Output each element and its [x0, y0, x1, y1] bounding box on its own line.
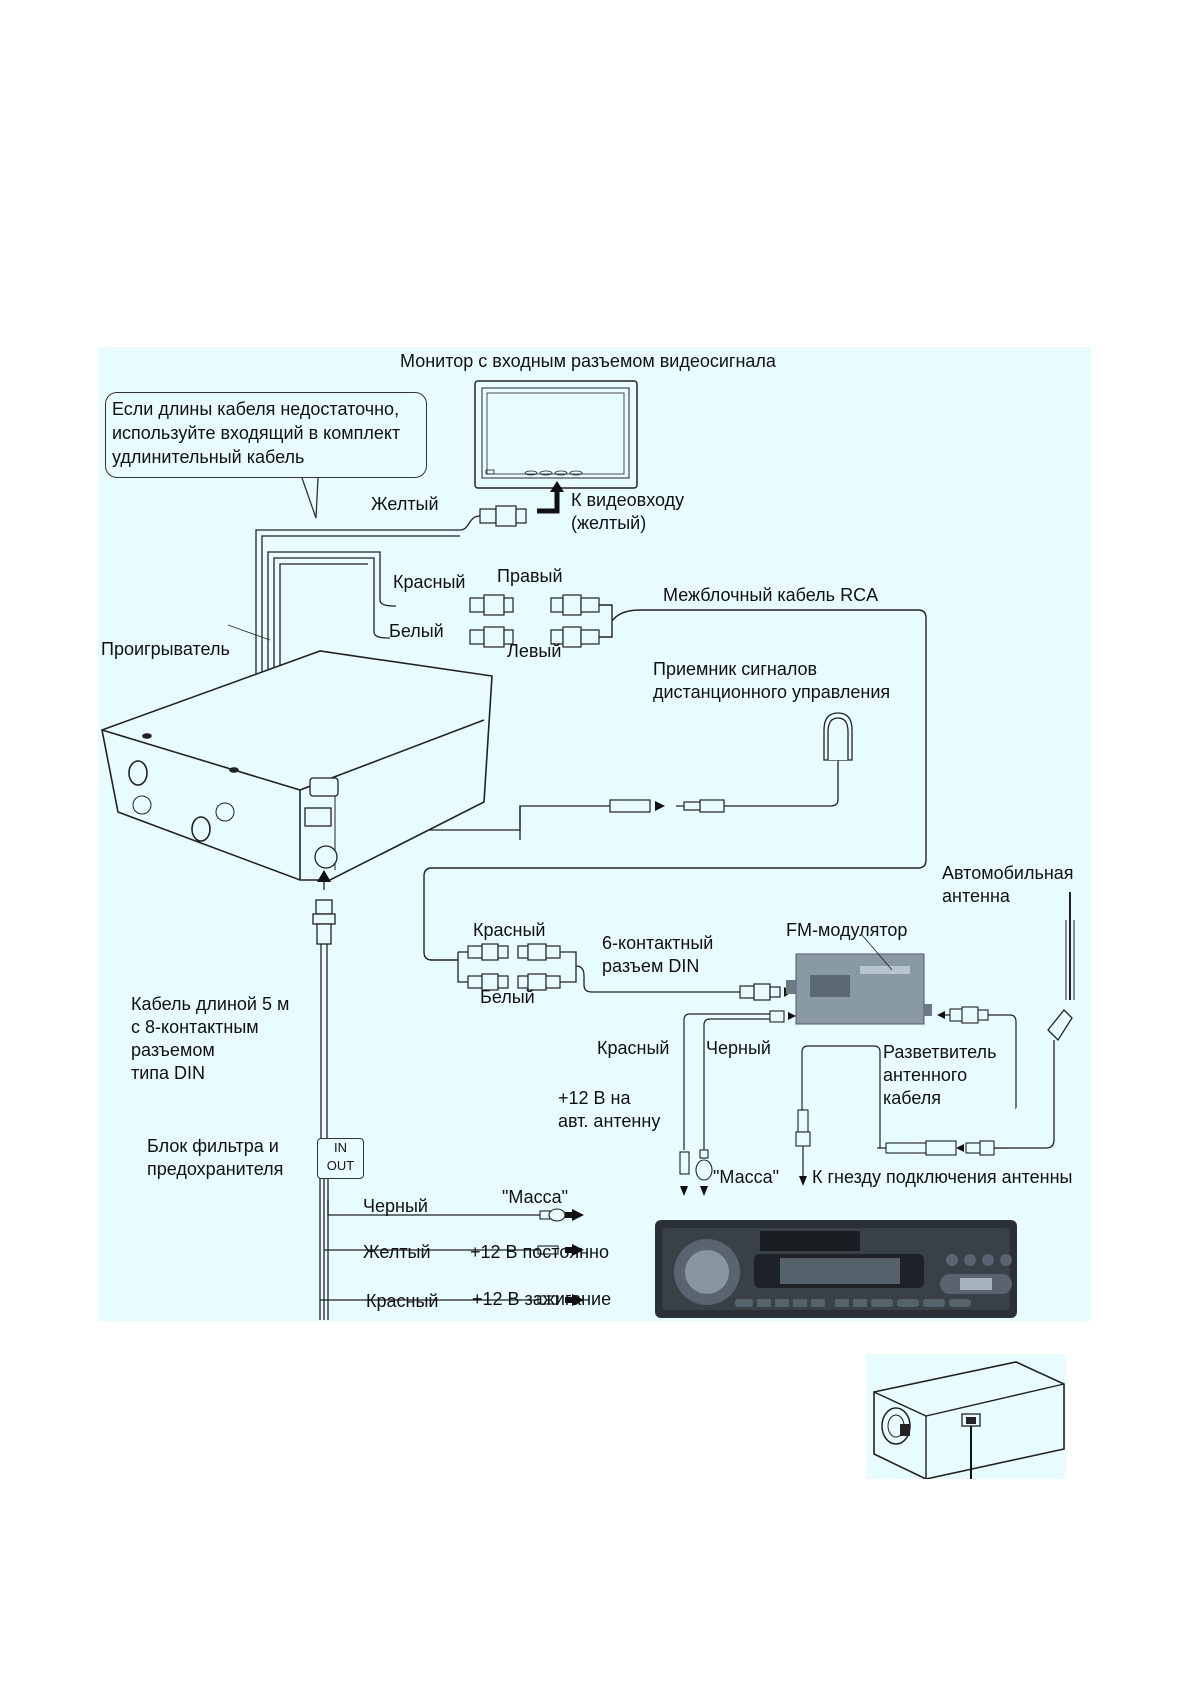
splitter-line: кабеля	[883, 1088, 942, 1108]
black-power-label: Черный	[706, 1038, 771, 1058]
white-top-label: Белый	[389, 621, 444, 641]
video-in-arrow	[537, 490, 560, 514]
video-in-label: К видеовходу (желтый)	[571, 489, 684, 535]
rca-connectors-mid	[467, 943, 561, 991]
rca-connectors-top	[469, 594, 600, 648]
modulator-power-wires	[683, 1013, 770, 1150]
cable-5m-line: разъемом	[131, 1040, 215, 1060]
fuse-box-inset	[866, 1354, 1066, 1479]
filter-block-label: Блок фильтра и предохранителя	[147, 1135, 283, 1181]
note-line: используйте входящий в комплект	[112, 423, 401, 443]
left-label: Левый	[507, 641, 562, 661]
player-unit	[101, 650, 493, 881]
remote-line: дистанционного управления	[653, 682, 891, 702]
remote-plug	[609, 799, 725, 813]
red-bottom-label: Красный	[366, 1291, 439, 1311]
monitor-label: Монитор с входным разъемом видеосигнала	[400, 351, 776, 371]
remote-receiver-label: Приемник сигналов дистанционного управле…	[653, 658, 890, 704]
player-label: Проигрыватель	[101, 639, 230, 659]
fm-modulator	[786, 953, 932, 1025]
din6-plug	[739, 983, 781, 1001]
cable-5m-line: Кабель длиной 5 м	[131, 994, 290, 1014]
fuse-box-drawing	[873, 1361, 1065, 1479]
antenna-jack-label: К гнезду подключения антенны	[812, 1167, 1073, 1187]
rca-cable	[423, 604, 927, 961]
plus12-antenna-line: +12 В на	[558, 1088, 631, 1108]
plus12-antenna-label: +12 В на авт. антенну	[558, 1087, 660, 1133]
filter-line: Блок фильтра и	[147, 1136, 279, 1156]
monitor	[474, 380, 638, 489]
cable-5m-label: Кабель длиной 5 м с 8-контактным разъемо…	[131, 993, 289, 1085]
yellow-rca-plug	[479, 505, 527, 527]
note-line: удлинительный кабель	[112, 447, 305, 467]
cable-5m-line: с 8-контактным	[131, 1017, 259, 1037]
antenna-line: Автомобильная	[942, 863, 1074, 883]
car-antenna-label: Автомобильная антенна	[942, 862, 1074, 908]
video-in-line: (желтый)	[571, 513, 647, 533]
antenna-splitter-label: Разветвитель антенного кабеля	[883, 1041, 996, 1110]
head-unit	[655, 1220, 1017, 1318]
white-mid-label: Белый	[480, 987, 535, 1007]
black-bottom-label: Черный	[363, 1196, 428, 1216]
right-label: Правый	[497, 566, 563, 586]
antenna-line: антенна	[942, 886, 1010, 906]
remote-line: Приемник сигналов	[653, 659, 818, 679]
extension-cable-note: Если длины кабеля недостаточно, использу…	[105, 392, 427, 478]
note-line: Если длины кабеля недостаточно,	[112, 399, 400, 419]
din6-line: 6-контактный	[602, 933, 714, 953]
ground-right-label: "Масса"	[713, 1167, 779, 1187]
splitter-line: антенного	[883, 1065, 968, 1085]
rca-cable-label: Межблочный кабель RCA	[663, 585, 879, 605]
remote-receiver	[700, 712, 853, 807]
player-connectors	[304, 777, 339, 869]
cable-5m-line: типа DIN	[131, 1063, 206, 1083]
filter-line: предохранителя	[147, 1159, 284, 1179]
power-arrows	[565, 1209, 584, 1306]
plus12-ignition-label: +12 В зажигание	[472, 1289, 612, 1309]
video-in-line: К видеовходу	[571, 490, 685, 510]
red-mid-label: Красный	[473, 920, 546, 940]
car-antenna	[994, 892, 1075, 1149]
power-wires	[320, 1200, 546, 1301]
din8-cable	[312, 870, 336, 1320]
red-top-label: Красный	[393, 572, 466, 592]
ground-bottom-label: "Масса"	[502, 1187, 568, 1207]
plus12-constant-label: +12 В постоянно	[470, 1242, 609, 1262]
din6-label: 6-контактный разъем DIN	[602, 932, 713, 978]
din6-line: разъем DIN	[602, 956, 700, 976]
red-power-label: Красный	[597, 1038, 670, 1058]
remote-arrow	[655, 801, 665, 811]
fuse-in-label: IN	[334, 1140, 347, 1155]
fm-modulator-label: FM-модулятор	[786, 920, 908, 940]
yellow-label: Желтый	[371, 494, 439, 514]
cable-bundle	[255, 515, 481, 800]
fuse-block: IN OUT	[317, 1138, 364, 1179]
fuse-out-label: OUT	[326, 1158, 355, 1173]
yellow-bottom-label: Желтый	[363, 1242, 431, 1262]
modulator-power-plug	[769, 1010, 785, 1023]
plus12-antenna-line: авт. антенну	[558, 1111, 661, 1131]
splitter-line: Разветвитель	[883, 1042, 997, 1062]
